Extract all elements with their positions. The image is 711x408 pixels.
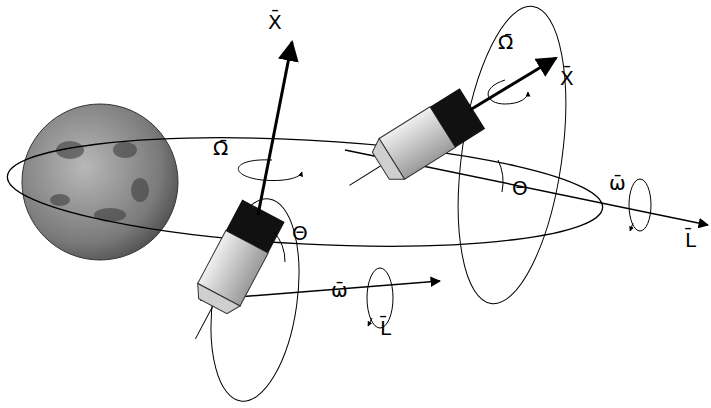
spacecraft-band	[430, 88, 485, 147]
vector-label: Θ	[292, 223, 308, 243]
vector-label: L̄	[685, 230, 696, 250]
vector-label: X̄	[268, 12, 282, 32]
spacecraft	[337, 88, 485, 206]
vector-label: ω̄	[609, 173, 626, 193]
spacecraft-band	[226, 200, 285, 253]
vector-label: X̄	[560, 68, 574, 88]
continent	[131, 178, 149, 202]
angle-arc	[274, 232, 285, 262]
continent	[50, 194, 70, 206]
orbit	[5, 124, 606, 259]
angle-arc	[498, 160, 503, 192]
precession-arrow	[238, 160, 302, 181]
spacecraft-end	[192, 283, 240, 317]
continent	[113, 142, 137, 158]
vector-label: Ω̄	[498, 32, 513, 52]
spin-arrow	[368, 318, 372, 326]
body-axis-vector	[470, 58, 556, 110]
spin-ellipse	[629, 179, 651, 231]
vector-label: Ω̄	[213, 138, 228, 158]
spin-arrow	[630, 223, 633, 231]
continent	[94, 208, 126, 222]
spacecraft-end	[368, 138, 404, 186]
vector-label: ω̄	[331, 280, 348, 300]
rotation-ellipse	[442, 0, 583, 310]
precession-arrow	[488, 80, 528, 104]
spacecraft	[174, 200, 284, 351]
earth	[22, 104, 178, 260]
vector-label: Θ	[512, 178, 528, 198]
vector-label: L̄	[380, 318, 391, 338]
body-axis-vector	[258, 42, 292, 215]
